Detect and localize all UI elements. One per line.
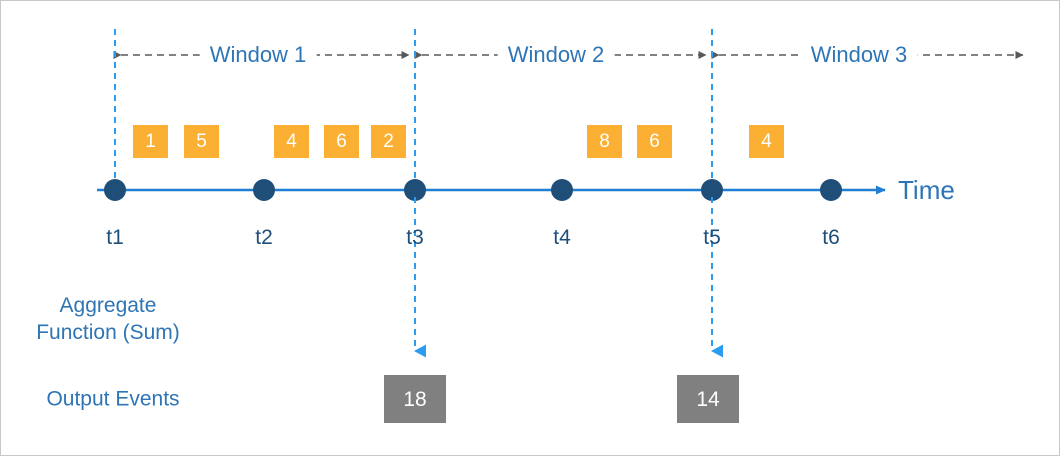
- event-box: 6: [324, 125, 359, 158]
- window-label-3: Window 3: [800, 44, 918, 66]
- event-box: 8: [587, 125, 622, 158]
- aggregate-function-label: Aggregate Function (Sum): [36, 294, 180, 344]
- tick-label-t1: t1: [106, 226, 124, 249]
- event-box: 5: [184, 125, 219, 158]
- output-events-label: Output Events: [46, 387, 180, 411]
- tick-label-t4: t4: [553, 226, 571, 249]
- time-axis-label: Time: [898, 175, 955, 205]
- event-box: 6: [637, 125, 672, 158]
- tick-label-t2: t2: [255, 226, 273, 249]
- output-box: 14: [677, 375, 739, 423]
- tick-label-t5: t5: [703, 226, 721, 249]
- time-axis: [97, 179, 886, 201]
- output-drop-arrows: [414, 197, 723, 358]
- event-box: 4: [274, 125, 309, 158]
- output-box: 18: [384, 375, 446, 423]
- tick-label-t3: t3: [406, 226, 424, 249]
- event-box: 2: [371, 125, 406, 158]
- window-label-1: Window 1: [199, 44, 317, 66]
- tick-label-t6: t6: [822, 226, 840, 249]
- event-box: 4: [749, 125, 784, 158]
- event-box: 1: [133, 125, 168, 158]
- window-label-2: Window 2: [497, 44, 615, 66]
